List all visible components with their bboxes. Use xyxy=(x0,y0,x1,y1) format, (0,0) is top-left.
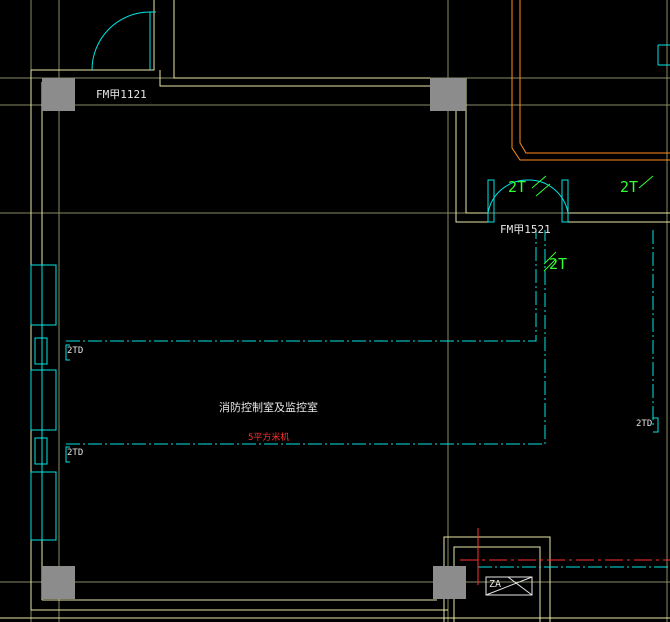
tag-slash-a xyxy=(531,175,547,189)
room-name-label: 消防控制室及监控室 xyxy=(219,401,318,414)
window-left-1 xyxy=(30,264,57,326)
window-left-2 xyxy=(30,369,57,431)
orange-outline xyxy=(511,0,670,161)
door-swing-right-a xyxy=(487,179,529,214)
wall-top-inner xyxy=(159,70,430,87)
door-jamb-right-a xyxy=(487,179,495,223)
equipment-diag-1 xyxy=(485,576,533,596)
tag-2td-left-upper: 2TD xyxy=(67,346,84,356)
column-top-left xyxy=(42,78,75,111)
column-bottom-right xyxy=(433,566,466,599)
door-label-top: FM甲1121 xyxy=(96,88,147,101)
tag-bracket-right xyxy=(653,417,659,433)
wall-top-outer xyxy=(173,0,430,79)
red-note-label: 5平方米机 xyxy=(248,433,290,443)
wall-top-left-outer xyxy=(31,0,155,71)
tag-2t-b: 2T xyxy=(620,178,639,196)
green-tag-marks xyxy=(531,175,654,272)
columns xyxy=(42,78,466,599)
conduit-lower xyxy=(66,230,546,445)
tag-slash-a2 xyxy=(535,183,551,197)
tag-2t-a: 2T xyxy=(508,178,527,196)
tag-2td-left-lower: 2TD xyxy=(67,448,84,458)
wall-right-b xyxy=(465,78,488,214)
tag-slash-c2 xyxy=(543,251,557,265)
door-jamb-right-b xyxy=(561,179,569,223)
window-left-3 xyxy=(30,471,57,541)
orange-line-outer xyxy=(511,0,670,161)
tag-2td-right: 2TD xyxy=(636,419,653,429)
conduit-runs xyxy=(66,230,670,568)
equipment-box xyxy=(485,576,533,596)
door-swing-top xyxy=(91,11,151,71)
orange-line-inner xyxy=(519,0,670,154)
equipment-diag-2 xyxy=(507,576,533,596)
window-left-detail-2 xyxy=(34,437,48,465)
column-top-right xyxy=(430,78,466,111)
tag-bracket-left-lower xyxy=(65,446,70,463)
cyan-elements xyxy=(30,11,670,568)
door-swing-right-b xyxy=(527,179,569,214)
tag-2t-c: 2T xyxy=(549,255,568,273)
tag-slash-b xyxy=(638,175,654,189)
red-marks xyxy=(460,528,670,585)
conduit-upper xyxy=(66,230,537,342)
tag-bracket-left-upper xyxy=(65,344,70,361)
door-label-right: FM甲1521 xyxy=(500,223,551,236)
equipment-symbol xyxy=(485,576,533,596)
tag-slash-c xyxy=(543,258,557,272)
window-left-detail-1 xyxy=(34,337,48,365)
column-bottom-left xyxy=(42,566,75,599)
equipment-mark-label: ZA xyxy=(489,579,502,590)
